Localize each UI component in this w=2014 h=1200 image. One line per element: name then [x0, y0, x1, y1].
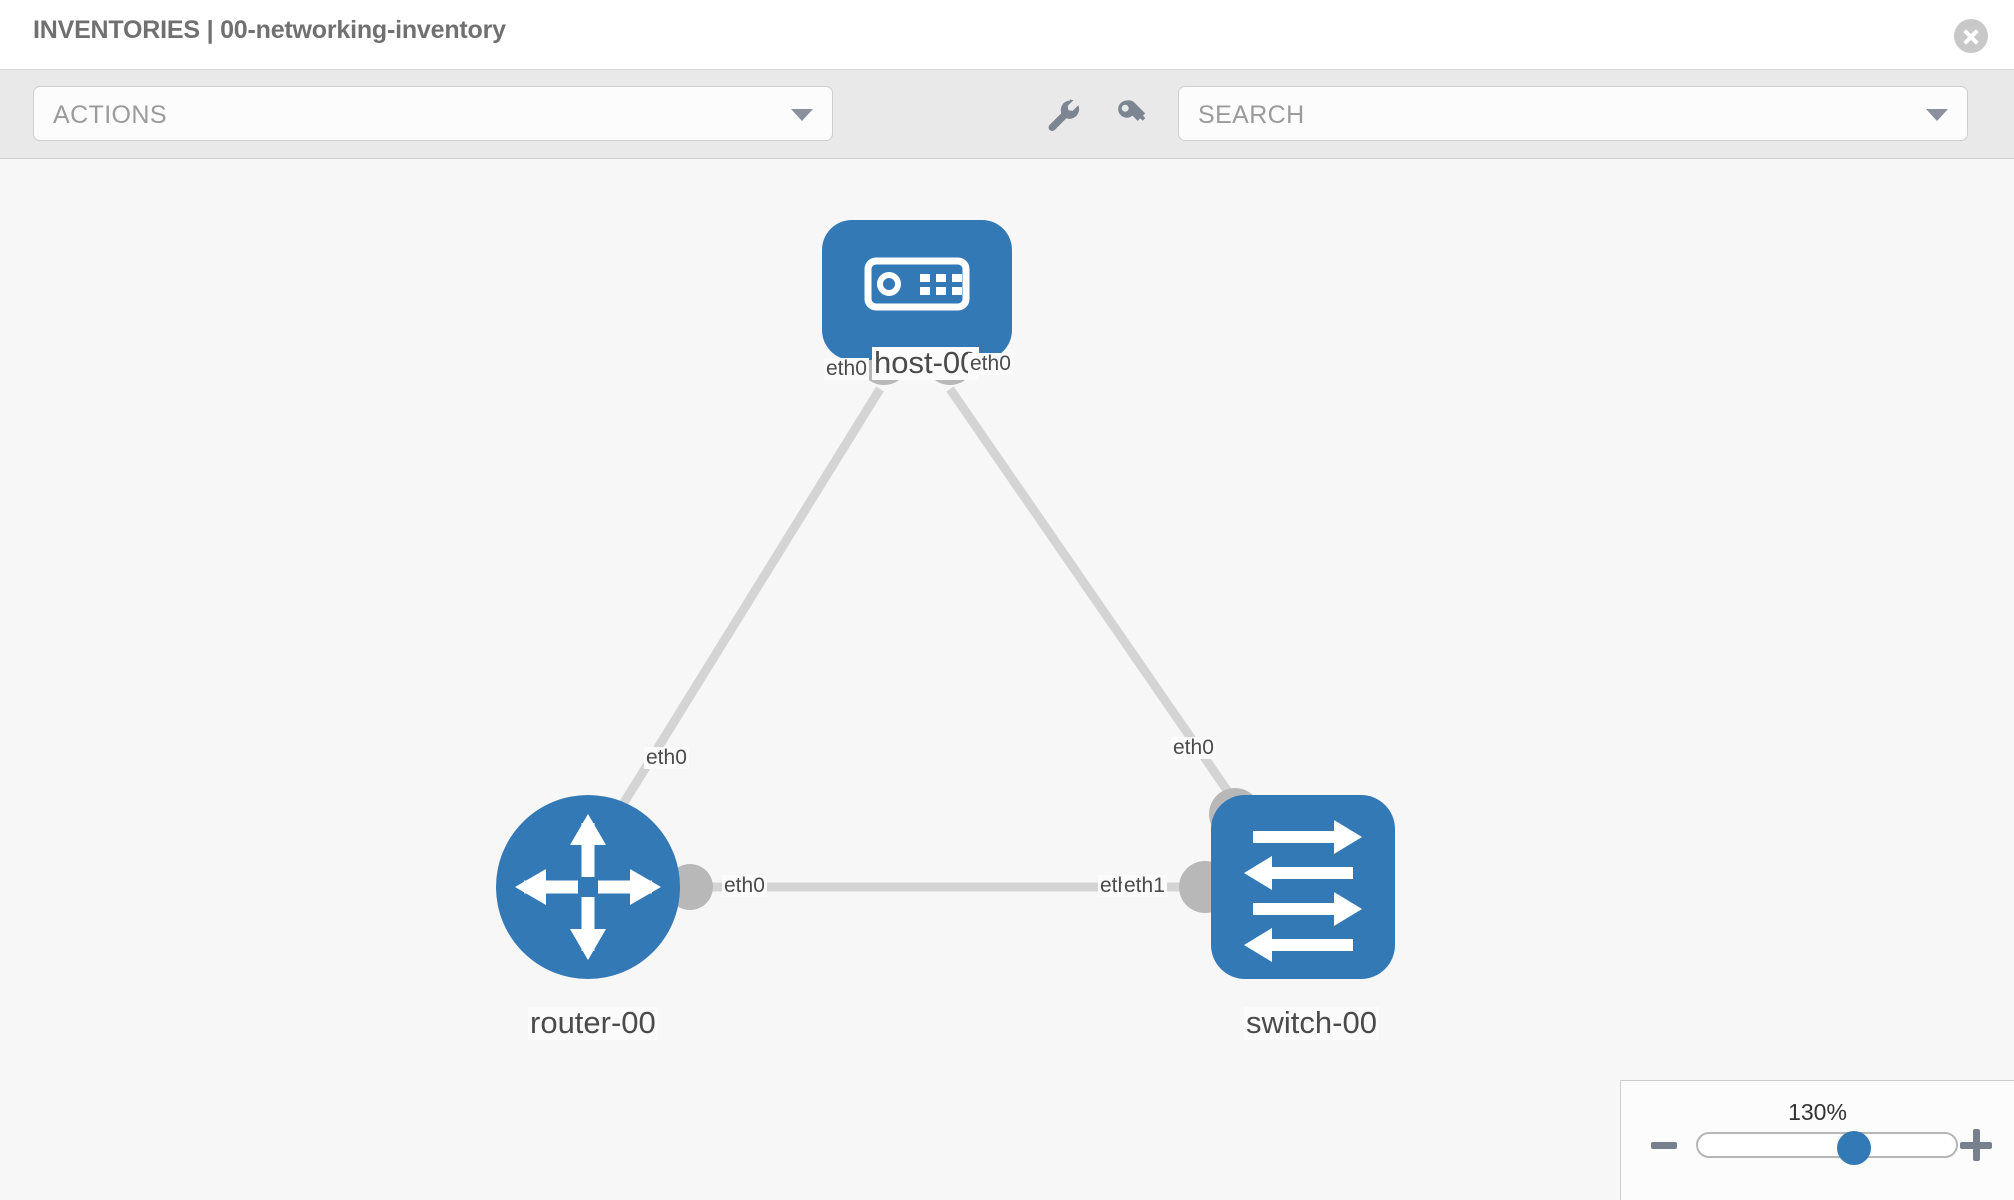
minus-icon[interactable]: [1651, 1142, 1677, 1149]
chevron-down-icon: [791, 109, 813, 121]
edge-label-switch00-up-eth: eth0: [1171, 736, 1216, 760]
zoom-control-panel: 130%: [1620, 1080, 2014, 1200]
edge-label-router00-up-eth: eth0: [644, 746, 689, 770]
page-header: INVENTORIES | 00-networking-inventory: [0, 0, 2014, 70]
edge-label-host00-right-eth: eth0: [968, 352, 1013, 376]
edge-label-switch00-left-eth-over: eth1: [1122, 874, 1167, 898]
search-input[interactable]: SEARCH: [1178, 86, 1968, 141]
topology-canvas[interactable]: host-00 router-00 switch-00 eth0 eth0 et…: [0, 159, 2014, 1200]
chevron-down-icon: [1926, 109, 1948, 121]
plus-icon[interactable]: [1960, 1129, 1992, 1161]
plus-icon-vertical: [1972, 1129, 1980, 1161]
node-switch-00[interactable]: [1211, 795, 1395, 979]
page-title: INVENTORIES | 00-networking-inventory: [33, 16, 506, 44]
zoom-level-value: 130%: [1788, 1099, 1847, 1125]
node-router-00[interactable]: [496, 795, 680, 979]
node-label-router-00: router-00: [528, 1005, 658, 1040]
topology-graph: [496, 220, 1395, 979]
close-icon[interactable]: [1954, 19, 1988, 53]
connector-group: [667, 333, 1261, 913]
toolbar: ACTIONS SEARCH: [0, 70, 2014, 159]
edge-group: [616, 386, 1244, 892]
key-icon[interactable]: [1112, 96, 1150, 134]
edge-label-router00-right-eth: eth0: [722, 874, 767, 898]
node-label-host-00: host-00: [872, 345, 980, 380]
edge-host00-router00[interactable]: [616, 386, 884, 812]
search-placeholder: SEARCH: [1198, 101, 1305, 129]
node-host-00[interactable]: [822, 220, 1012, 360]
actions-dropdown-label: ACTIONS: [53, 101, 167, 129]
actions-dropdown[interactable]: ACTIONS: [33, 86, 833, 141]
zoom-slider-track[interactable]: [1696, 1132, 1958, 1158]
edge-label-host00-left-eth: eth0: [824, 357, 869, 381]
wrench-icon[interactable]: [1044, 96, 1082, 134]
node-label-switch-00: switch-00: [1244, 1005, 1379, 1040]
zoom-slider-thumb[interactable]: [1837, 1131, 1872, 1165]
